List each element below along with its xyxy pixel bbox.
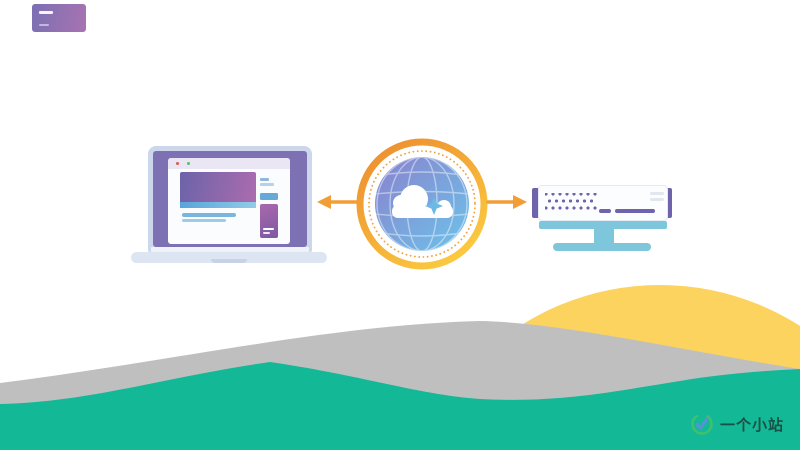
arrow-right-icon — [486, 195, 527, 209]
sidebar-button-shape — [260, 193, 278, 200]
orange-ring — [356, 138, 488, 270]
teal-wave-shape — [0, 362, 800, 450]
laptop-base-notch — [211, 259, 247, 263]
server-stand-post — [594, 228, 614, 244]
sidebar-text-dash — [260, 183, 274, 186]
server-left-cap — [532, 188, 540, 218]
sidebar-card — [260, 204, 278, 238]
cloudflare-cloud-shape — [392, 185, 453, 218]
sparkle-star-icon — [425, 197, 443, 215]
mini-window-text-dash — [39, 24, 49, 26]
server-label-line — [650, 197, 664, 201]
laptop-base — [131, 252, 327, 263]
server-slot-bar — [599, 209, 611, 213]
arrow-left-icon — [317, 195, 358, 209]
server-stand-foot — [553, 243, 651, 251]
server-base-bar — [539, 221, 667, 229]
card-text-dash — [263, 232, 270, 234]
card-text-dash — [263, 228, 274, 230]
server-right-cap — [664, 188, 672, 218]
mini-window-title-dash — [39, 11, 53, 14]
browser-window-icon — [168, 158, 290, 244]
watermark-text: 一个小站 — [719, 416, 784, 434]
cloudflare-cloud-icon — [356, 138, 488, 270]
watermark: 一个小站 — [689, 411, 784, 437]
webpage-text-line — [182, 213, 236, 217]
webpage-text-line — [182, 219, 226, 222]
browser-titlebar — [168, 158, 290, 169]
server-vent-dots — [545, 193, 597, 213]
webpage-hero-banner — [180, 172, 256, 202]
watermark-logo-icon — [691, 413, 713, 435]
laptop-hinge-strip — [151, 247, 309, 252]
webpage-hero-underline — [180, 202, 256, 208]
server-slot-bar — [615, 209, 655, 213]
window-close-dot-icon — [176, 162, 179, 165]
sidebar-text-dash — [260, 178, 269, 181]
window-zoom-dot-icon — [187, 162, 190, 165]
mini-browser-window-decoration — [32, 4, 86, 32]
server-label-line — [650, 192, 664, 195]
